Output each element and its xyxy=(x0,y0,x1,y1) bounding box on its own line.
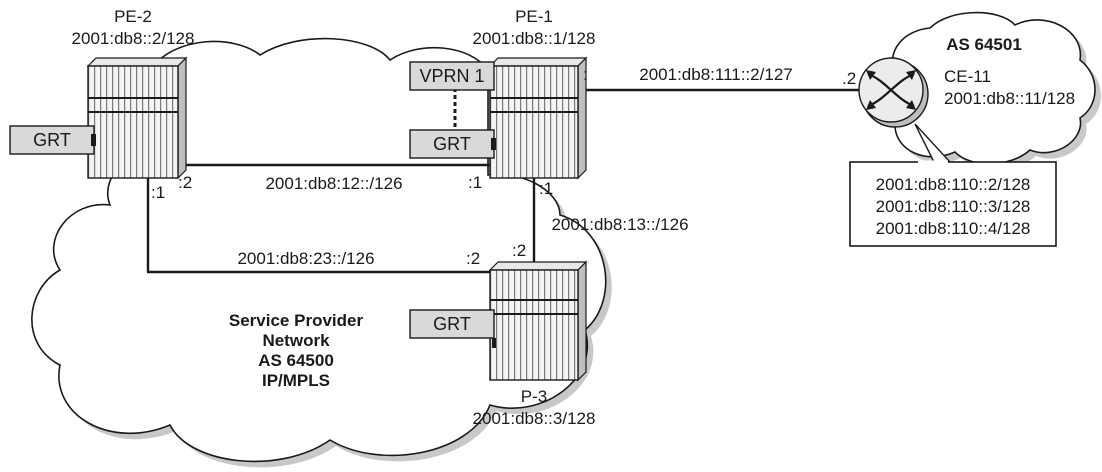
pe1-address: 2001:db8::1/128 xyxy=(473,29,596,48)
link-pe1-p3-p3-side: :2 xyxy=(512,241,526,260)
link-pe2-p3-pe2-side: :1 xyxy=(151,183,165,202)
pe1-vprn-box: VPRN 1 xyxy=(409,61,495,91)
provider-line-1: Service Provider xyxy=(229,311,364,330)
provider-line-4: IP/MPLS xyxy=(262,371,330,390)
pe1-name: PE-1 xyxy=(515,7,553,26)
pe1-vprn-label: VPRN 1 xyxy=(419,66,484,86)
link-pe1-p3-subnet: 2001:db8:13::/126 xyxy=(551,215,688,234)
link-pe2-p3-p3-side: :2 xyxy=(466,249,480,268)
ce-prefix-2: 2001:db8:110::4/128 xyxy=(876,219,1031,238)
p3-name: P-3 xyxy=(521,387,547,406)
ce-prefix-0: 2001:db8:110::2/128 xyxy=(876,175,1031,194)
ce-as-label: AS 64501 xyxy=(946,35,1022,54)
router-pe1 xyxy=(488,56,588,180)
ce-prefix-callout: 2001:db8:110::2/128 2001:db8:110::3/128 … xyxy=(849,123,1057,247)
ce11-name: CE-11 xyxy=(944,67,991,86)
provider-line-3: AS 64500 xyxy=(258,351,334,370)
link-pe1-ce11-subnet: 2001:db8:111::2/127 xyxy=(639,65,792,84)
ce-prefix-1: 2001:db8:110::3/128 xyxy=(876,197,1031,216)
pe2-name: PE-2 xyxy=(114,7,152,26)
pe2-grt-label: GRT xyxy=(33,130,71,150)
link-pe2-pe1-subnet: 2001:db8:12::/126 xyxy=(265,174,402,193)
p3-grt-box: GRT xyxy=(409,309,495,339)
link-pe2-pe1-pe1-side: :1 xyxy=(468,173,482,192)
provider-line-2: Network xyxy=(262,331,330,350)
ce-cloud xyxy=(875,11,1101,170)
router-pe2 xyxy=(86,56,188,180)
link-pe1-ce11-ce-side: .2 xyxy=(842,69,856,88)
p3-address: 2001:db8::3/128 xyxy=(473,409,596,428)
pe2-grt-box: GRT xyxy=(9,125,96,155)
pe2-address: 2001:db8::2/128 xyxy=(72,29,195,48)
link-pe1-ce11-pe-side: : xyxy=(583,65,588,84)
router-p3 xyxy=(488,260,588,382)
links xyxy=(146,88,864,274)
pe1-grt-box: GRT xyxy=(409,129,496,159)
pe1-grt-label: GRT xyxy=(433,134,471,154)
link-pe1-p3-pe1-side: :1 xyxy=(539,179,553,198)
router-ce11 xyxy=(858,57,929,128)
link-pe2-pe1-pe2-side: :2 xyxy=(178,173,192,192)
p3-grt-label: GRT xyxy=(433,314,471,334)
link-pe2-p3-subnet: 2001:db8:23::/126 xyxy=(237,249,374,268)
ce11-address: 2001:db8::11/128 xyxy=(944,89,1075,108)
